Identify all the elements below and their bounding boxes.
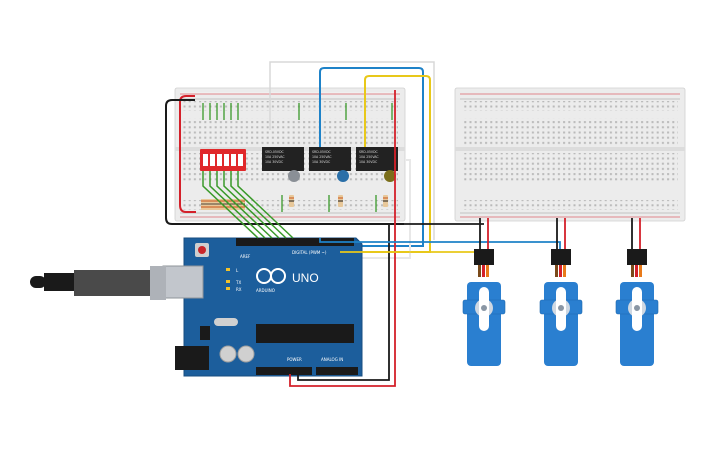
relay-1-rating-ac: 10A 250VAC [265, 155, 285, 159]
analog-header[interactable] [316, 367, 358, 375]
relay-1-rating-dc: 10A 30VDC [265, 160, 284, 164]
servo-2[interactable] [539, 249, 583, 366]
arduino-uno-board: UNO ARDUINO DIGITAL (PWM ~) POWER ANALOG… [162, 237, 363, 377]
microcontroller-chip [256, 324, 354, 343]
power-label: POWER [287, 357, 302, 362]
capacitor-1 [219, 345, 237, 363]
dip-switch[interactable] [200, 149, 246, 171]
wires-dip-to-arduino [202, 171, 294, 239]
relay-2-rating-ac: 10A 250VAC [312, 155, 332, 159]
relay-3[interactable]: SRD-05VDC 10A 250VAC 10A 30VDC [356, 147, 398, 171]
relay-2-rating-dc: 10A 30VDC [312, 160, 331, 164]
digital-label: DIGITAL (PWM ~) [292, 250, 327, 255]
servo-1[interactable] [462, 249, 506, 366]
relay-2-label: SRD-05VDC [312, 150, 332, 154]
wire-frame-gray [269, 61, 435, 240]
wire-yellow-relay [340, 75, 431, 253]
resistor-relay-3 [383, 195, 388, 207]
wire-red-power [289, 90, 396, 387]
analog-label: ANALOG IN [321, 357, 343, 362]
breadboard-right [454, 87, 686, 222]
wire-red-left-rail [179, 95, 196, 213]
power-jack[interactable] [175, 346, 209, 370]
aref-label: AREF [240, 254, 251, 259]
wire-black-left-rail [165, 99, 404, 225]
indicator-led-olive [384, 170, 396, 182]
arduino-logo-icon [256, 268, 286, 284]
indicator-led-gray [288, 170, 300, 182]
relay-3-rating-dc: 10A 30VDC [359, 160, 378, 164]
usb-cable [30, 266, 166, 300]
resistor-relay-2 [338, 195, 343, 207]
usb-chip [200, 326, 210, 340]
green-jumpers-top [202, 103, 393, 212]
board-brand-label: ARDUINO [256, 288, 275, 293]
relay-1-label: SRD-05VDC [265, 150, 285, 154]
relay-3-label: SRD-05VDC [359, 150, 379, 154]
wire-white-relay [330, 159, 411, 259]
servo-3[interactable] [615, 249, 659, 366]
crystal [214, 318, 238, 326]
indicator-led-blue [337, 170, 349, 182]
relay-1[interactable]: SRD-05VDC 10A 250VAC 10A 30VDC [262, 147, 304, 171]
rx-label: RX [236, 287, 242, 292]
relay-2[interactable]: SRD-05VDC 10A 250VAC 10A 30VDC [309, 147, 351, 171]
usb-port[interactable] [162, 265, 204, 299]
l-led-label: L [236, 268, 239, 273]
wire-blue-to-servos [319, 238, 561, 250]
wire-black-power [297, 224, 390, 381]
power-header[interactable] [256, 367, 312, 375]
wire-blue-relay [319, 67, 424, 247]
board-model-label: UNO [292, 271, 319, 285]
relay-3-rating-ac: 10A 250VAC [359, 155, 379, 159]
resistor-relay-1 [289, 195, 294, 207]
tx-label: TX [235, 280, 241, 285]
capacitor-2 [237, 345, 255, 363]
digital-header[interactable] [236, 238, 354, 246]
